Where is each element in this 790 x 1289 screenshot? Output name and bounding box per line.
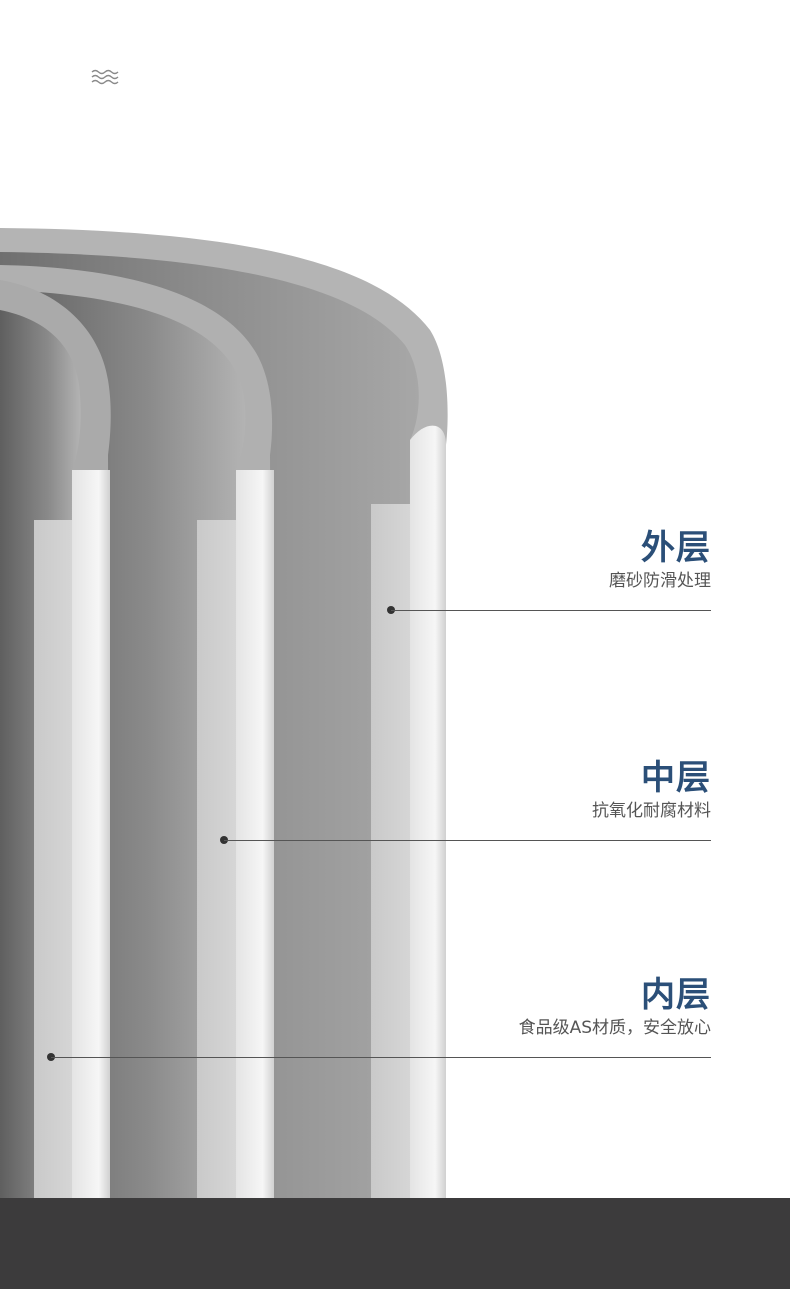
inner-layer-shape <box>0 280 111 1200</box>
cup-layers-illustration <box>0 228 448 1200</box>
wave-lines-icon <box>91 69 119 85</box>
outer-layer-title: 外层 <box>641 528 711 568</box>
middle-layer-leader-line <box>224 840 711 841</box>
inner-layer-callout: 内层 食品级AS材质，安全放心 <box>519 975 711 1039</box>
outer-layer-callout: 外层 磨砂防滑处理 <box>609 528 711 592</box>
middle-layer-callout: 中层 抗氧化耐腐材料 <box>592 758 711 822</box>
outer-layer-description: 磨砂防滑处理 <box>609 571 711 591</box>
footer-band <box>0 1198 790 1289</box>
inner-layer-leader-line <box>51 1057 711 1058</box>
middle-layer-title: 中层 <box>641 758 711 798</box>
inner-layer-description: 食品级AS材质，安全放心 <box>518 1018 711 1038</box>
middle-layer-description: 抗氧化耐腐材料 <box>592 801 711 821</box>
outer-layer-leader-line <box>391 610 711 611</box>
inner-layer-title: 内层 <box>641 975 711 1015</box>
